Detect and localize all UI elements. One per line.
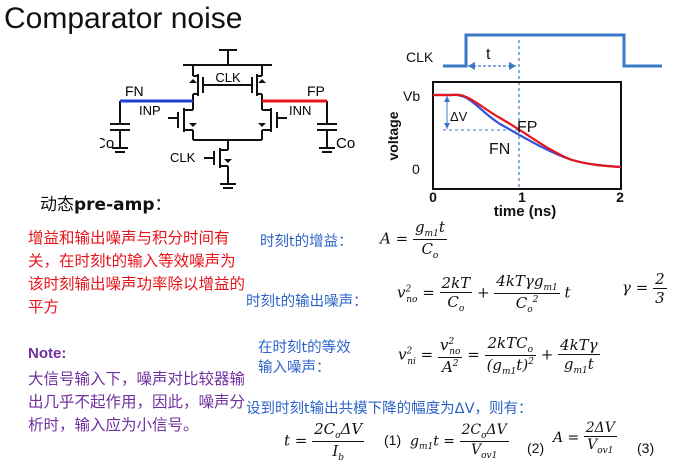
- clk-bottom-label: CLK: [170, 150, 196, 165]
- fp-trace-label: FP: [517, 119, 537, 136]
- equation-1-number: (1): [384, 432, 402, 448]
- delta-v-label: ΔV: [450, 109, 468, 124]
- comparator-schematic: CLK FN FP INP INN Co Co CLK: [100, 49, 355, 189]
- fn-node-label: FN: [125, 83, 144, 99]
- subtitle-suffix: ：: [154, 195, 172, 215]
- output-noise-label: 时刻t的输出噪声：: [246, 294, 368, 310]
- co-left-label: Co: [100, 135, 114, 152]
- note-text: 大信号输入下，噪声对比较器输出几乎不起作用，因此，噪声分析时，输入应为小信号。: [28, 370, 246, 434]
- clk-top-label: CLK: [215, 70, 241, 85]
- common-mode-label: 设到时刻t输出共模下降的幅度为ΔV，则有：: [246, 401, 533, 417]
- y-tick-0: 0: [412, 161, 420, 177]
- inn-label: INN: [289, 103, 311, 118]
- input-noise-label-2: 输入噪声：: [258, 360, 331, 376]
- clk-waveform: [443, 33, 662, 68]
- x-tick-0: 0: [429, 189, 437, 205]
- fp-trace: [433, 93, 622, 169]
- equation-3-number: (3): [637, 440, 655, 456]
- x-tick-2: 2: [616, 189, 624, 205]
- plot-frame: [432, 81, 622, 190]
- equation-2-number: (2): [527, 440, 545, 456]
- clk-waveform-label: CLK: [406, 49, 434, 65]
- x-axis-label: time (ns): [494, 203, 557, 220]
- subtitle-prefix: 动态: [40, 195, 74, 215]
- noise-explanation: 增益和输出噪声与积分时间有关，在时刻t的输入等效噪声为该时刻输出噪声功率除以增益…: [28, 229, 246, 316]
- gain-label: 时刻t的增益：: [260, 234, 353, 250]
- x-tick-1: 1: [518, 189, 526, 205]
- inp-label: INP: [139, 103, 161, 118]
- y-axis-label: voltage: [385, 111, 401, 160]
- vb-label: Vb: [403, 88, 420, 104]
- section-subtitle: 动态pre-amp：: [40, 190, 172, 215]
- waveform-plot: CLK t Vb ΔV FP FN 0 voltage 0 1 2 time (…: [385, 33, 662, 220]
- co-right-label: Co: [336, 135, 355, 152]
- input-noise-label-1: 在时刻t的等效: [258, 340, 351, 356]
- page-title: Comparator noise: [4, 2, 243, 35]
- t-interval-label: t: [486, 46, 491, 63]
- fp-node-label: FP: [307, 83, 325, 99]
- note-label: Note:: [28, 345, 67, 362]
- subtitle-bold: pre-amp: [74, 195, 155, 215]
- fn-trace-label: FN: [489, 141, 510, 158]
